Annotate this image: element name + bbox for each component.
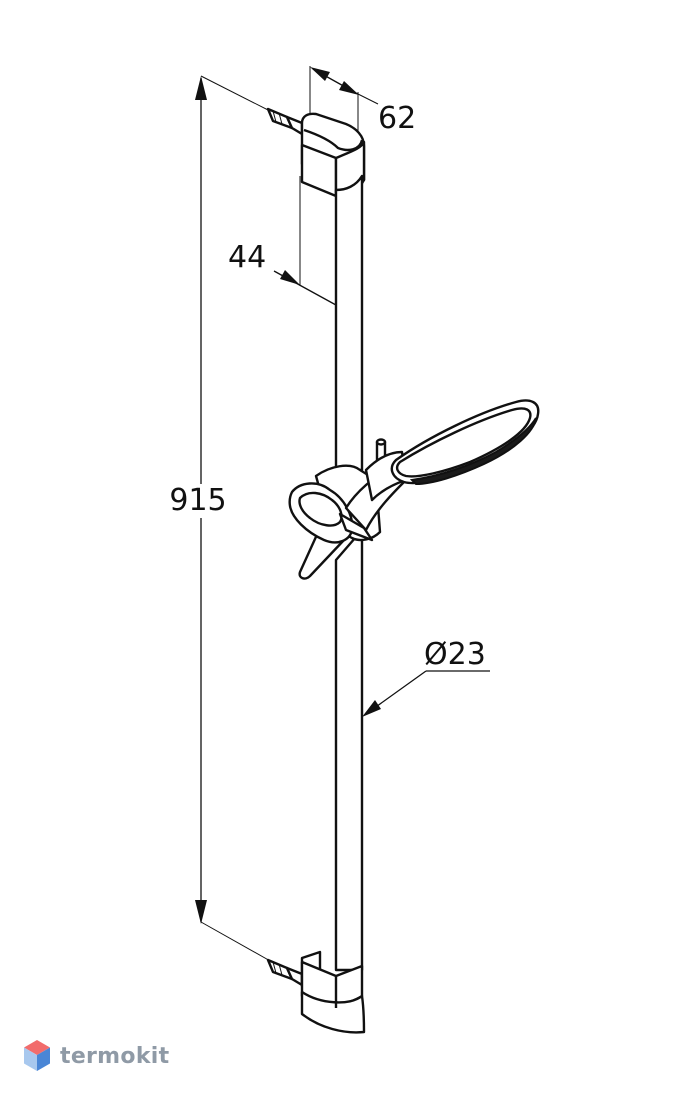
diameter-label: Ø23 <box>424 637 486 672</box>
length-dimension: 915 <box>169 75 273 963</box>
length-label: 915 <box>169 483 226 518</box>
offset-label: 44 <box>228 240 266 275</box>
termokit-logo-icon <box>24 1040 50 1071</box>
diameter-dimension: Ø23 <box>362 637 490 717</box>
top-screw-icon <box>266 107 304 136</box>
watermark: termokit <box>22 1036 169 1076</box>
depth-label: 62 <box>378 101 416 136</box>
bottom-wall-bracket <box>266 950 366 1034</box>
hand-shower <box>338 399 540 542</box>
bottom-screw-icon <box>266 958 304 987</box>
top-wall-bracket <box>266 107 366 198</box>
rail <box>334 174 364 972</box>
depth-dimension: 62 <box>309 66 416 138</box>
watermark-text: termokit <box>60 1043 170 1069</box>
